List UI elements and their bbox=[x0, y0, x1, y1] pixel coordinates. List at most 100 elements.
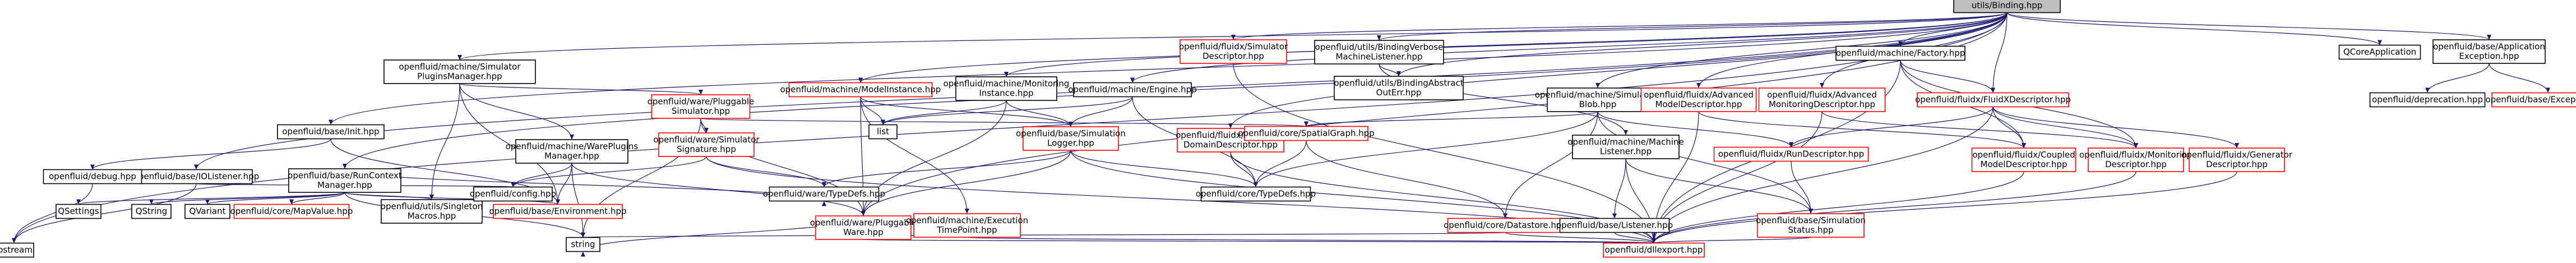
include-node-qcoreApplication[interactable]: QCoreApplication bbox=[2338, 44, 2421, 60]
node-label: openfluid/fluidx/Monitoring bbox=[2079, 150, 2193, 160]
include-node-monitoringDescriptor[interactable]: openfluid/fluidx/MonitoringDescriptor.hp… bbox=[2079, 147, 2193, 172]
node-label: QSettings bbox=[58, 206, 99, 216]
edge-arrowhead bbox=[12, 238, 16, 243]
include-node-dllexport[interactable]: openfluid/dllexport.hpp bbox=[1603, 242, 1705, 258]
include-node-list[interactable]: list bbox=[868, 124, 898, 140]
include-node-simulatorPluginsManager[interactable]: openfluid/machine/SimulatorPluginsManage… bbox=[383, 59, 536, 84]
edge-arrowhead bbox=[149, 199, 154, 205]
node-box bbox=[658, 132, 755, 157]
node-box bbox=[1713, 146, 1869, 162]
include-node-coreTypeDefs[interactable]: openfluid/core/TypeDefs.hpp bbox=[1196, 186, 1316, 202]
node-label: Signature.hpp bbox=[677, 144, 736, 154]
dependency-edge bbox=[1230, 151, 1256, 187]
edge-arrowhead bbox=[1503, 213, 1507, 219]
edge-arrowhead bbox=[1595, 83, 1600, 88]
dependency-edge bbox=[2427, 63, 2490, 93]
node-label: openfluid/base/Exception.hpp bbox=[2485, 95, 2576, 105]
node-box bbox=[1640, 87, 1757, 112]
edge-arrowhead bbox=[1789, 142, 1793, 147]
include-node-runDescriptor[interactable]: openfluid/fluidx/RunDescriptor.hpp bbox=[1713, 146, 1869, 162]
edge-arrowhead bbox=[194, 164, 198, 170]
node-label: openfluid/machine/Execution bbox=[906, 215, 1028, 225]
node-label: openfluid/machine/Simulation bbox=[1535, 90, 1661, 100]
dependency-edge bbox=[2489, 63, 2549, 93]
node-label: Exception.hpp bbox=[2459, 51, 2519, 61]
node-box bbox=[1572, 135, 1680, 159]
include-node-baseInit[interactable]: openfluid/base/Init.hpp bbox=[277, 124, 385, 140]
dependency-edge bbox=[1379, 12, 2008, 41]
include-node-baseListener[interactable]: openfluid/base/Listener.hpp bbox=[1556, 218, 1673, 233]
include-node-bindingVerboseListener[interactable]: openfluid/utils/BindingVerboseMachineLis… bbox=[1314, 40, 1444, 64]
node-box bbox=[788, 82, 933, 98]
include-node-deprecation[interactable]: openfluid/deprecation.hpp bbox=[2369, 92, 2486, 108]
node-label: openfluid/config.hpp bbox=[470, 189, 556, 199]
node-label: Ware.hpp bbox=[843, 227, 883, 237]
include-node-datastore[interactable]: openfluid/core/Datastore.hpp bbox=[1444, 218, 1567, 233]
include-node-engine[interactable]: openfluid/machine/Engine.hpp bbox=[1068, 82, 1197, 98]
node-label: openfluid/fluidx/RunDescriptor.hpp bbox=[1718, 149, 1864, 159]
node-box bbox=[955, 76, 1057, 101]
node-label: openfluid/fluidx/Simulator bbox=[1179, 41, 1288, 52]
edge-arrowhead bbox=[858, 77, 863, 83]
node-box bbox=[1447, 218, 1564, 233]
include-node-wareTypeDefs[interactable]: openfluid/ware/TypeDefs.hpp bbox=[763, 186, 885, 202]
include-node-string[interactable]: string bbox=[566, 237, 600, 252]
node-label: Status.hpp bbox=[1788, 225, 1833, 235]
dependency-edge bbox=[1230, 12, 2008, 129]
include-node-bindingAbstractOutErr[interactable]: openfluid/utils/BindingAbstractOutErr.hp… bbox=[1334, 76, 1464, 100]
include-node-ioListener[interactable]: openfluid/base/IOListener.hpp bbox=[133, 169, 259, 184]
dependency-edge bbox=[1505, 232, 1654, 244]
include-node-advancedModelDescriptor[interactable]: openfluid/fluidx/AdvancedModelDescriptor… bbox=[1640, 87, 1757, 112]
include-node-baseException[interactable]: openfluid/base/Exception.hpp bbox=[2485, 92, 2576, 108]
node-label: Logger.hpp bbox=[1047, 138, 1094, 148]
edge-arrowhead bbox=[1820, 83, 1824, 88]
node-box bbox=[184, 204, 230, 219]
node-box bbox=[1547, 87, 1649, 112]
include-node-config[interactable]: openfluid/config.hpp bbox=[470, 186, 556, 202]
include-node-fluidXDescriptor[interactable]: openfluid/fluidx/FluidXDescriptor.hpp bbox=[1915, 92, 2071, 108]
dependency-edge bbox=[291, 192, 345, 205]
node-box bbox=[2432, 39, 2546, 64]
node-label: QString bbox=[136, 206, 168, 216]
include-node-toolsDebug[interactable]: openfluid/debug.hpp bbox=[43, 169, 142, 184]
edge-arrowhead bbox=[343, 164, 347, 169]
dependency-edge bbox=[1597, 111, 1811, 214]
include-node-qstring[interactable]: QString bbox=[131, 204, 172, 219]
edge-arrowhead bbox=[581, 251, 585, 257]
root-node[interactable]: utils/Binding.hpp bbox=[1953, 0, 2061, 13]
dependency-edge bbox=[1233, 63, 1654, 243]
edge-arrowhead bbox=[2546, 87, 2550, 93]
dependency-edge bbox=[1597, 12, 2008, 89]
dependency-edge bbox=[344, 192, 432, 200]
include-node-qvariant[interactable]: QVariant bbox=[184, 204, 230, 219]
include-node-spatialGraph[interactable]: openfluid/core/SpatialGraph.hpp bbox=[1238, 126, 1375, 141]
include-node-mapValue[interactable]: openfluid/core/MapValue.hpp bbox=[230, 204, 353, 219]
include-node-environment[interactable]: openfluid/base/Environment.hpp bbox=[489, 204, 627, 219]
include-node-iostream[interactable]: iostream bbox=[0, 242, 34, 258]
include-node-qsettings[interactable]: QSettings bbox=[56, 204, 101, 219]
include-node-advancedMonitoringDescriptor[interactable]: openfluid/fluidx/AdvancedMonitoringDescr… bbox=[1758, 87, 1886, 112]
node-box bbox=[769, 186, 880, 202]
include-node-machineListener[interactable]: openfluid/machine/MachineListener.hpp bbox=[1567, 135, 1684, 159]
node-box bbox=[0, 242, 34, 258]
node-label: Macros.hpp bbox=[408, 211, 456, 221]
node-label: openfluid/machine/Simulator bbox=[399, 62, 521, 72]
include-node-modelInstance[interactable]: openfluid/machine/ModelInstance.hpp bbox=[780, 82, 941, 98]
include-node-factory[interactable]: openfluid/machine/Factory.hpp bbox=[1835, 45, 1965, 61]
dependency-edge bbox=[13, 183, 197, 243]
include-node-coupledModelDescriptor[interactable]: openfluid/fluidx/CoupledModelDescriptor.… bbox=[1971, 147, 2076, 172]
